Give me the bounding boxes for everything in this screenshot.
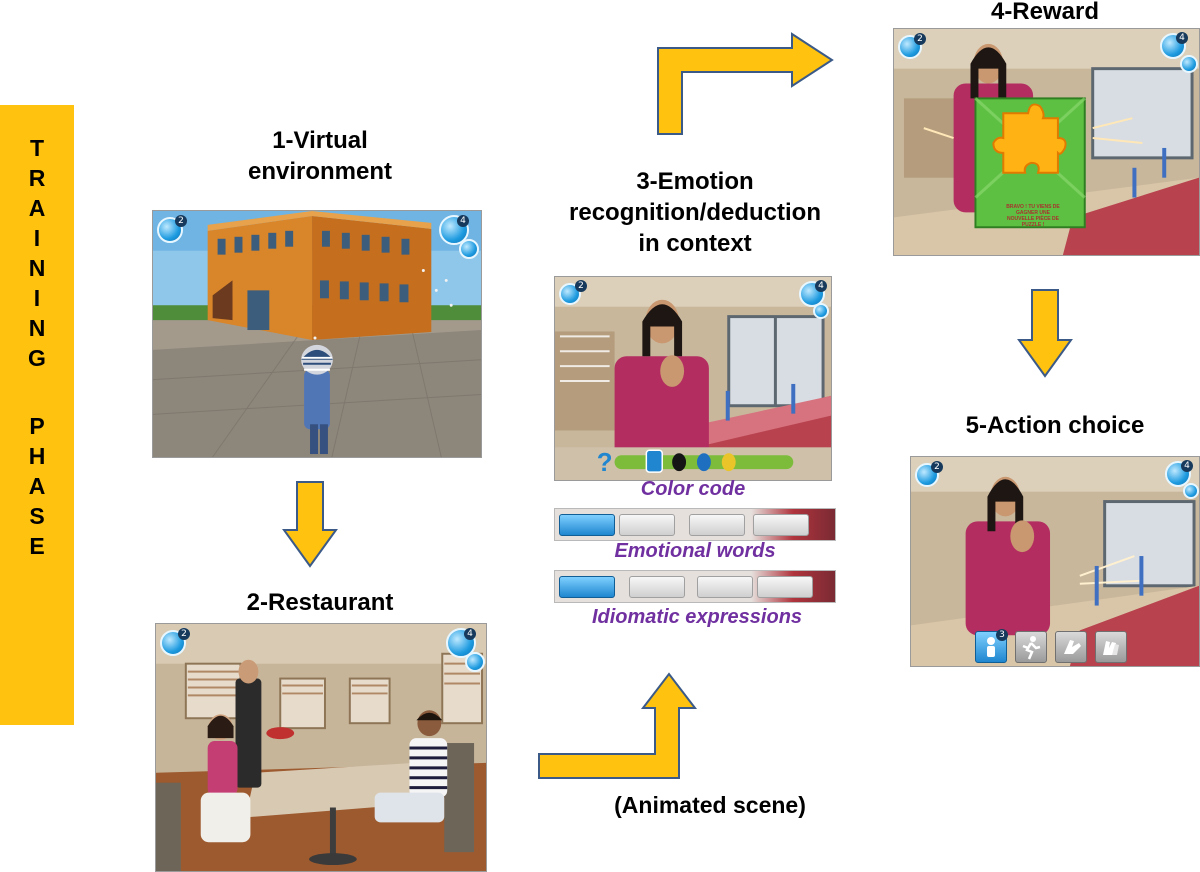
badge-count: 3: [996, 629, 1008, 641]
arrow-down-1-to-2: [282, 481, 338, 568]
sidebar-letter: R: [28, 165, 46, 191]
step1-title-line2: environment: [247, 158, 393, 185]
reward-card-text: BRAVO ! TU VIENS DE GAGNER UNE NOUVELLE …: [1006, 204, 1060, 228]
clap-hands-icon: [1103, 641, 1119, 655]
action-wave-button[interactable]: [1095, 631, 1127, 663]
emotional-word-option[interactable]: [619, 514, 675, 536]
step2-title: 2-Restaurant: [246, 589, 394, 616]
arrow-down-4-to-5: [1017, 289, 1073, 378]
badge-count: 2: [175, 215, 187, 227]
emotional-words-caption: Emotional words: [614, 540, 776, 562]
action-choice-scene: [911, 457, 1199, 666]
badge-count: 4: [1181, 460, 1193, 472]
restaurant-screenshot: 2 4: [155, 623, 487, 872]
action-run-button[interactable]: [1015, 631, 1047, 663]
emotional-word-option[interactable]: [689, 514, 745, 536]
emotional-word-option[interactable]: [753, 514, 809, 536]
sidebar-letter: S: [29, 503, 45, 529]
emotional-word-option[interactable]: [559, 514, 615, 536]
step4-title: 4-Reward: [990, 0, 1100, 25]
secondary-bubble-icon[interactable]: [1180, 55, 1198, 73]
idiomatic-expression-option[interactable]: [757, 576, 813, 598]
emotion-recognition-screenshot: ? 2 4: [554, 276, 832, 481]
virtual-environment-screenshot: 2 4: [152, 210, 482, 458]
action-talk-button[interactable]: 3: [975, 629, 1008, 663]
step1-title: 1-Virtual environment: [200, 125, 440, 187]
sidebar-letter: A: [28, 473, 46, 499]
badge-count: 2: [575, 280, 587, 292]
badge-count: 2: [914, 33, 926, 45]
secondary-bubble-icon[interactable]: [465, 652, 485, 672]
step3-title-line2: recognition/deduction: [569, 199, 821, 226]
person-icon: [987, 637, 995, 657]
sidebar-letter: A: [28, 195, 46, 221]
training-phase-sidebar: T R A I N I N G P H A S E: [0, 105, 74, 725]
arrow-2-to-3: [538, 672, 698, 779]
sidebar-letter: P: [29, 413, 45, 439]
badge-count: 4: [464, 628, 476, 640]
step3-title-line3: in context: [638, 230, 752, 257]
sidebar-letter: T: [29, 135, 45, 161]
arrow-3-to-4: [657, 32, 834, 135]
restaurant-scene: [156, 624, 486, 871]
reward-screenshot: BRAVO ! TU VIENS DE GAGNER UNE NOUVELLE …: [893, 28, 1200, 256]
step5-title: 5-Action choice: [965, 412, 1145, 439]
badge-count: 4: [1176, 32, 1188, 44]
hand-icon: [1064, 640, 1081, 654]
secondary-bubble-icon[interactable]: [1183, 483, 1199, 499]
action-hand-button[interactable]: [1055, 631, 1087, 663]
running-person-icon: [1022, 636, 1041, 660]
sidebar-letter: I: [33, 225, 41, 251]
secondary-bubble-icon[interactable]: [813, 303, 829, 319]
sidebar-letter: N: [28, 315, 46, 341]
sidebar-letter: I: [33, 285, 41, 311]
badge-count: 4: [815, 280, 827, 292]
badge-count: 2: [178, 628, 190, 640]
emotion-scene: ?: [555, 277, 831, 480]
secondary-bubble-icon[interactable]: [459, 239, 479, 259]
sidebar-letter: H: [28, 443, 46, 469]
reward-scene: [894, 29, 1199, 255]
step1-title-line1: 1-Virtual: [272, 127, 368, 154]
sidebar-letter: N: [28, 255, 46, 281]
action-choice-screenshot: 2 4 3: [910, 456, 1200, 667]
virtual-environment-scene: [153, 211, 481, 457]
step3-title-line1: 3-Emotion: [636, 168, 754, 195]
idiomatic-expressions-caption: Idiomatic expressions: [591, 606, 803, 628]
svg-text:?: ?: [597, 449, 613, 477]
sidebar-letter: G: [28, 345, 46, 371]
color-code-caption: Color code: [640, 478, 746, 500]
sidebar-letter: E: [29, 533, 45, 559]
idiomatic-expression-option[interactable]: [559, 576, 615, 598]
badge-count: 2: [931, 461, 943, 473]
badge-count: 4: [457, 215, 469, 227]
idiomatic-expressions-strip: [554, 570, 836, 603]
animated-scene-caption: (Animated scene): [614, 792, 806, 818]
idiomatic-expression-option[interactable]: [697, 576, 753, 598]
idiomatic-expression-option[interactable]: [629, 576, 685, 598]
emotional-words-strip: [554, 508, 836, 541]
step3-title: 3-Emotion recognition/deduction in conte…: [520, 166, 870, 259]
